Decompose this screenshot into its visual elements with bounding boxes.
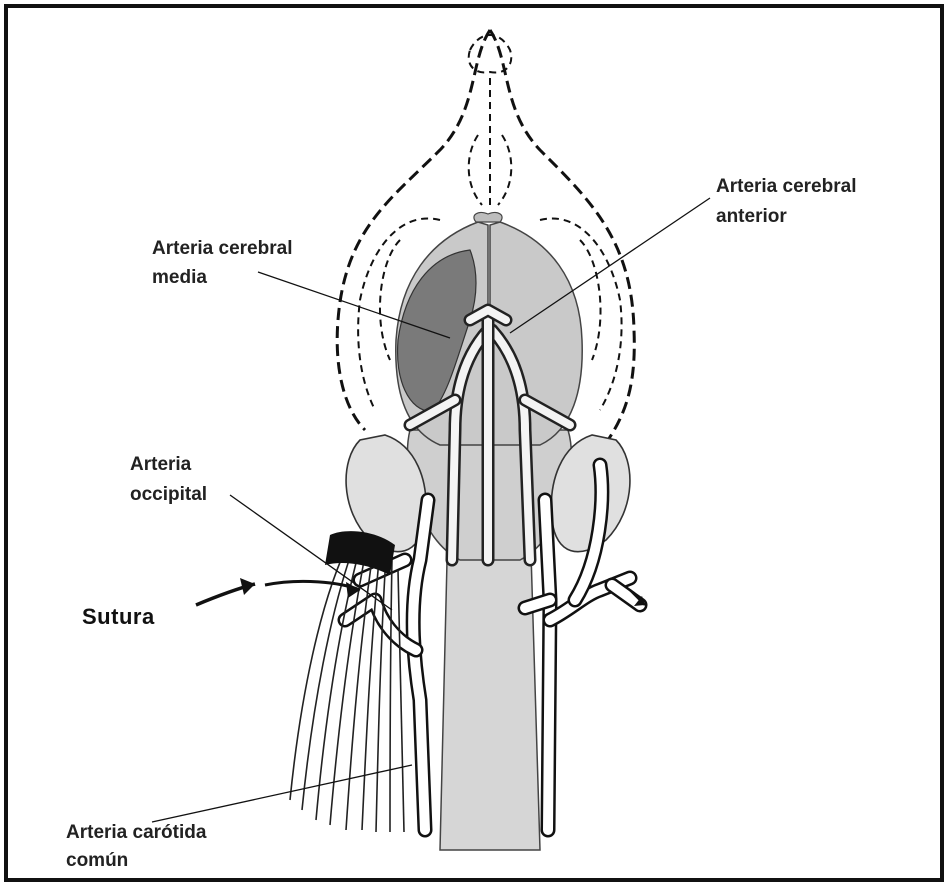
label-anterior-cerebral-line1: Arteria cerebral bbox=[716, 176, 856, 197]
label-middle-cerebral-line2: media bbox=[152, 267, 207, 288]
label-common-carotid-line2: común bbox=[66, 850, 128, 871]
label-common-carotid-line1: Arteria carótida bbox=[66, 822, 207, 843]
label-anterior-cerebral-line2: anterior bbox=[716, 206, 787, 227]
label-occipital-line1: Arteria bbox=[130, 454, 192, 475]
label-middle-cerebral-line1: Arteria cerebral bbox=[152, 238, 292, 259]
label-suture: Sutura bbox=[82, 604, 155, 629]
label-occipital-line2: occipital bbox=[130, 484, 207, 505]
